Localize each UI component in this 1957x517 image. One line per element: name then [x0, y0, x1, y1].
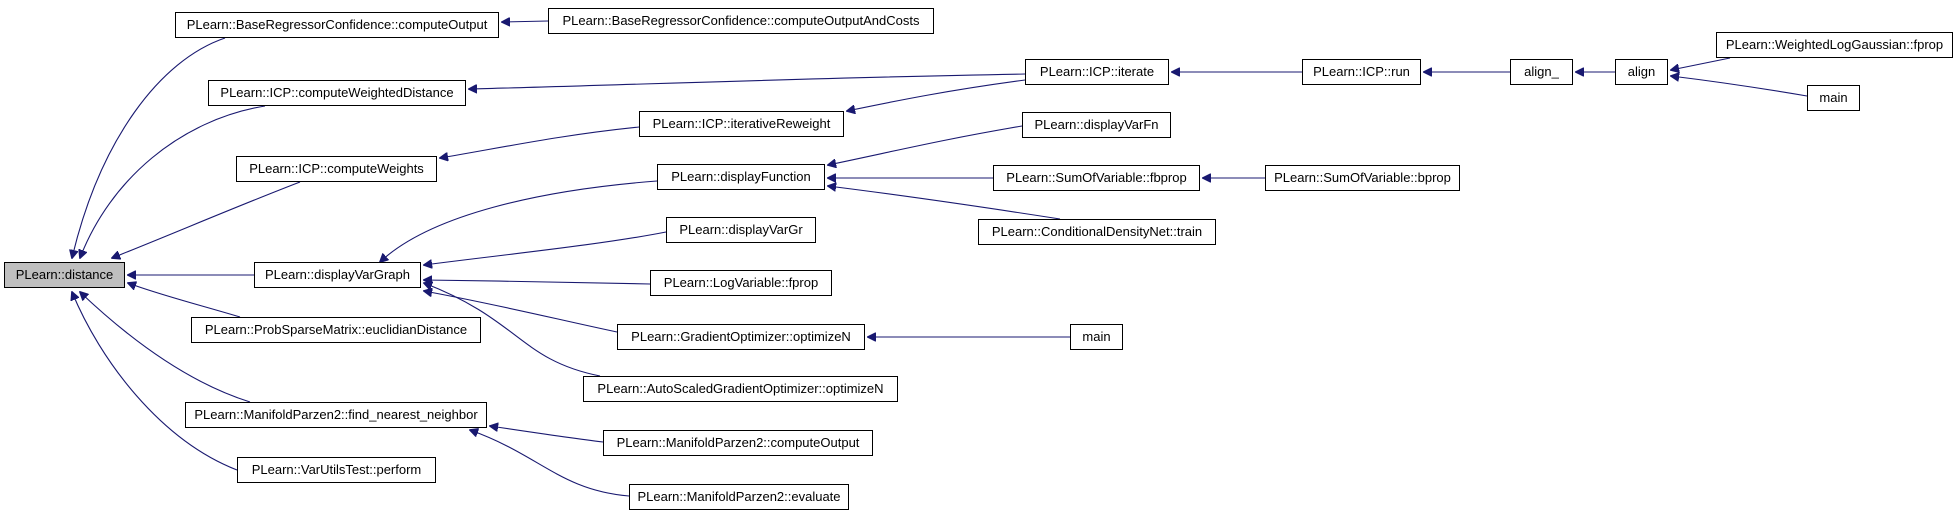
edge-train-to-display-function — [828, 186, 1061, 220]
node-icp-compute-weighted-distance[interactable]: PLearn::ICP::computeWeightedDistance — [208, 80, 466, 106]
edge-gradient-optimizer-to-display-var-graph — [424, 291, 618, 333]
edge-log-variable-to-display-var-graph — [424, 280, 651, 284]
node-align-underscore[interactable]: align_ — [1510, 59, 1573, 85]
edge-weighted-distance-to-distance — [80, 105, 266, 258]
edge-compute-output-to-find-nearest — [490, 426, 604, 443]
edge-weighted-log-gaussian-to-align — [1671, 57, 1731, 70]
edge-iterate-to-iterative-reweight — [847, 79, 1026, 111]
node-main-align[interactable]: main — [1807, 85, 1860, 111]
node-align[interactable]: align — [1615, 59, 1668, 85]
edge-auto-scaled-to-display-var-graph — [424, 283, 601, 377]
node-gradient-optimizer-optimize-n[interactable]: PLearn::GradientOptimizer::optimizeN — [617, 324, 865, 350]
node-prob-sparse-matrix-euclidian-distance[interactable]: PLearn::ProbSparseMatrix::euclidianDista… — [191, 317, 481, 343]
node-manifold-parzen2-find-nearest-neighbor[interactable]: PLearn::ManifoldParzen2::find_nearest_ne… — [185, 402, 487, 428]
node-sum-of-variable-fbprop[interactable]: PLearn::SumOfVariable::fbprop — [993, 165, 1200, 191]
edge-iterative-reweight-to-compute-weights — [440, 126, 640, 158]
node-manifold-parzen2-compute-output[interactable]: PLearn::ManifoldParzen2::computeOutput — [603, 430, 873, 456]
node-var-utils-test-perform[interactable]: PLearn::VarUtilsTest::perform — [237, 457, 436, 483]
node-base-regressor-compute-output[interactable]: PLearn::BaseRegressorConfidence::compute… — [175, 12, 499, 38]
node-main-optimizer[interactable]: main — [1070, 324, 1123, 350]
node-base-regressor-compute-output-and-costs[interactable]: PLearn::BaseRegressorConfidence::compute… — [548, 8, 934, 34]
node-display-var-graph[interactable]: PLearn::displayVarGraph — [254, 262, 421, 288]
node-icp-compute-weights[interactable]: PLearn::ICP::computeWeights — [236, 156, 437, 182]
node-sum-of-variable-bprop[interactable]: PLearn::SumOfVariable::bprop — [1265, 165, 1460, 191]
edge-display-function-to-display-var-graph — [380, 180, 658, 262]
node-auto-scaled-gradient-optimizer-optimize-n[interactable]: PLearn::AutoScaledGradientOptimizer::opt… — [583, 376, 898, 402]
edge-main-to-align — [1671, 76, 1808, 97]
edge-output-costs-to-base-output — [502, 21, 549, 22]
node-conditional-density-net-train[interactable]: PLearn::ConditionalDensityNet::train — [978, 219, 1216, 245]
edge-evaluate-to-find-nearest — [470, 430, 630, 497]
edge-compute-weights-to-distance — [112, 181, 301, 258]
node-display-var-gr[interactable]: PLearn::displayVarGr — [666, 217, 816, 243]
edge-iterate-to-weighted-distance — [469, 73, 1026, 89]
node-log-variable-fprop[interactable]: PLearn::LogVariable::fprop — [650, 270, 832, 296]
edge-display-var-fn-to-display-function — [828, 125, 1023, 165]
edge-display-var-gr-to-display-var-graph — [424, 231, 667, 265]
edge-prob-sparse-to-distance — [128, 283, 241, 318]
edge-find-nearest-to-distance — [80, 292, 251, 403]
node-distance[interactable]: PLearn::distance — [4, 262, 125, 288]
edge-base-output-to-distance — [72, 37, 226, 258]
node-display-var-fn[interactable]: PLearn::displayVarFn — [1022, 112, 1171, 138]
node-manifold-parzen2-evaluate[interactable]: PLearn::ManifoldParzen2::evaluate — [629, 484, 849, 510]
node-icp-iterate[interactable]: PLearn::ICP::iterate — [1025, 59, 1169, 85]
node-icp-iterative-reweight[interactable]: PLearn::ICP::iterativeReweight — [639, 111, 844, 137]
node-display-function[interactable]: PLearn::displayFunction — [657, 164, 825, 190]
node-weighted-log-gaussian-fprop[interactable]: PLearn::WeightedLogGaussian::fprop — [1716, 32, 1953, 58]
node-icp-run[interactable]: PLearn::ICP::run — [1302, 59, 1421, 85]
edge-var-utils-to-distance — [72, 292, 238, 471]
